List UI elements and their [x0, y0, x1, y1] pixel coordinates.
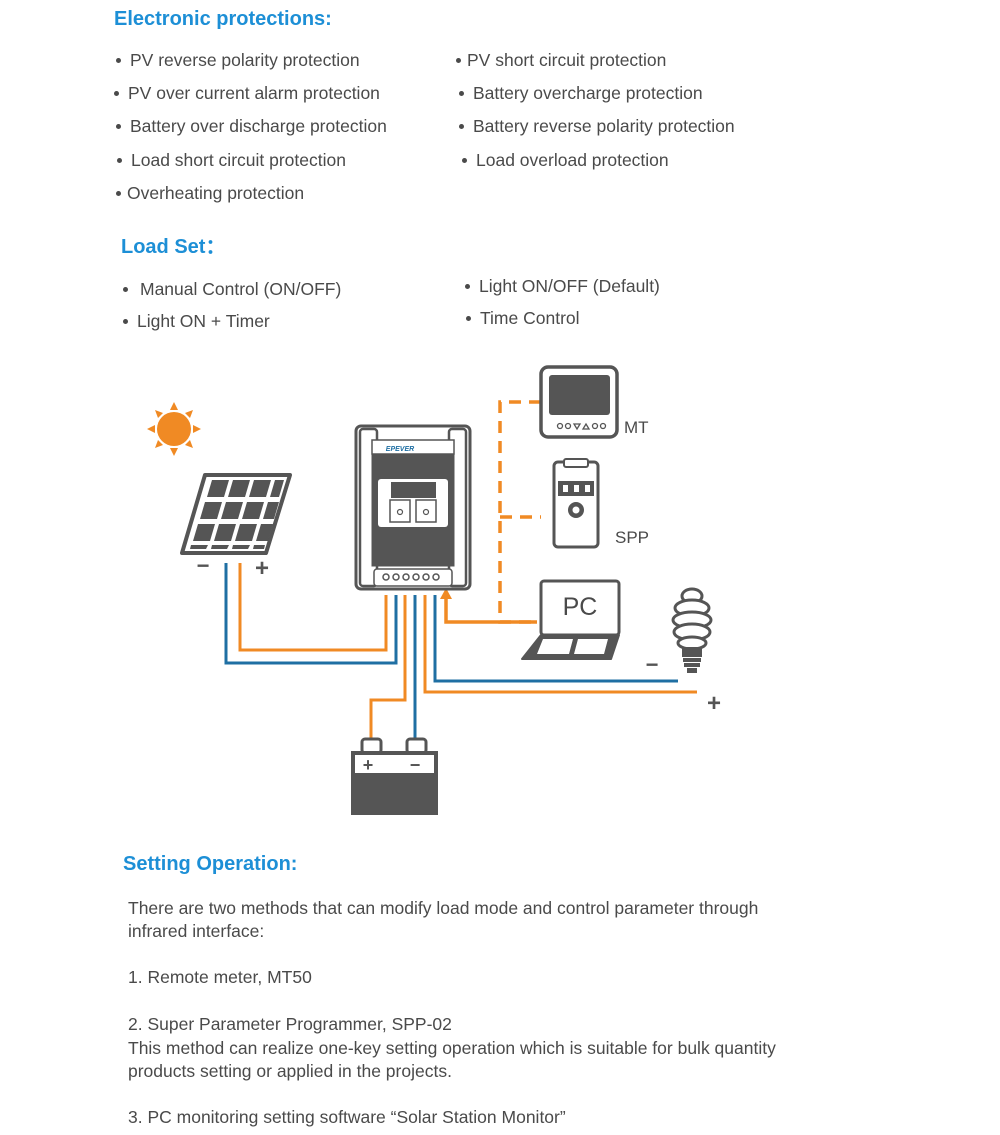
list-item: Overheating protection	[116, 183, 304, 204]
list-item-label: Overheating protection	[127, 183, 305, 203]
list-item-label: PV over current alarm protection	[128, 83, 380, 103]
list-item-label: Load overload protection	[476, 150, 669, 170]
bullet-icon	[116, 57, 121, 63]
pv-positive-wire	[238, 563, 388, 652]
list-item-label: Battery reverse polarity protection	[473, 116, 735, 136]
solar-panel-icon	[180, 473, 292, 555]
bullet-icon	[466, 315, 471, 321]
bullet-icon	[459, 90, 464, 96]
pv-minus-label: −	[197, 553, 210, 578]
brand-logo: EPEVER	[386, 446, 414, 453]
list-item-label: Battery over discharge protection	[130, 116, 387, 136]
sun-icon	[147, 402, 201, 456]
load-plus-label: +	[707, 690, 721, 717]
load-set-heading: Load Set：	[121, 236, 226, 258]
list-item: PV reverse polarity protection	[116, 50, 360, 71]
bullet-icon	[116, 123, 121, 129]
spp-programmer	[552, 458, 600, 549]
list-item: PV short circuit protection	[456, 50, 666, 71]
solar-charge-controller: EPEVER	[354, 424, 472, 591]
list-item: Battery reverse polarity protection	[459, 116, 735, 137]
bullet-icon	[117, 157, 122, 163]
battery-minus-label: −	[410, 755, 421, 775]
setting-intro-line-2: infrared interface:	[128, 921, 265, 941]
bullet-icon	[462, 157, 467, 163]
load-positive-wire	[423, 595, 697, 694]
light-bulb-icon	[671, 587, 713, 673]
bullet-icon	[459, 123, 464, 129]
communication-link	[498, 400, 541, 624]
list-item-label: PV short circuit protection	[467, 50, 667, 70]
battery-positive-wire	[369, 595, 407, 740]
list-item: Light ON + Timer	[123, 311, 270, 332]
bullet-icon	[456, 57, 461, 63]
list-item-label: Load short circuit protection	[131, 150, 346, 170]
load-minus-label: −	[646, 652, 659, 677]
list-item: Time Control	[466, 308, 580, 329]
mt-remote-meter	[539, 365, 619, 439]
mt-label: MT	[624, 418, 649, 437]
list-item-label: Light ON/OFF (Default)	[479, 276, 660, 296]
list-item-label: Time Control	[480, 308, 580, 328]
load-negative-wire	[433, 595, 678, 683]
setting-item-3: 3. PC monitoring setting software “Solar…	[128, 1107, 566, 1127]
list-item-label: Manual Control (ON/OFF)	[140, 279, 342, 299]
list-item: Light ON/OFF (Default)	[465, 276, 660, 297]
pc-laptop-icon	[521, 579, 621, 660]
spp-label: SPP	[615, 528, 649, 547]
pv-plus-label: +	[255, 555, 269, 582]
bullet-icon	[114, 90, 119, 96]
setting-item-2-desc-line-1: This method can realize one-key setting …	[128, 1038, 776, 1058]
battery-icon	[351, 737, 438, 815]
battery-plus-label: +	[363, 755, 374, 775]
bullet-icon	[465, 283, 470, 289]
setting-intro-line-1: There are two methods that can modify lo…	[128, 898, 759, 918]
electronic-protections-heading: Electronic protections:	[114, 8, 332, 30]
bullet-icon	[123, 286, 128, 292]
bullet-icon	[123, 318, 128, 324]
list-item: Battery over discharge protection	[116, 116, 387, 137]
bullet-icon	[116, 190, 121, 196]
list-item: Manual Control (ON/OFF)	[123, 279, 341, 300]
setting-item-2-desc-line-2: products setting or applied in the proje…	[128, 1061, 452, 1081]
pv-negative-wire	[224, 563, 398, 665]
list-item-label: Light ON + Timer	[137, 311, 270, 331]
system-connection-diagram: − + EPEVER	[147, 365, 721, 815]
setting-item-2: 2. Super Parameter Programmer, SPP-02	[128, 1014, 452, 1034]
list-item: Load overload protection	[462, 150, 669, 171]
list-item-label: Battery overcharge protection	[473, 83, 703, 103]
list-item-label: PV reverse polarity protection	[130, 50, 360, 70]
setting-item-1: 1. Remote meter, MT50	[128, 967, 312, 987]
controller-link	[444, 595, 537, 624]
list-item: PV over current alarm protection	[114, 83, 380, 104]
list-item: Battery overcharge protection	[459, 83, 703, 104]
list-item: Load short circuit protection	[117, 150, 346, 171]
arrow-up-icon	[440, 588, 452, 599]
setting-operation-heading: Setting Operation:	[123, 853, 298, 875]
pc-label: PC	[563, 593, 598, 621]
